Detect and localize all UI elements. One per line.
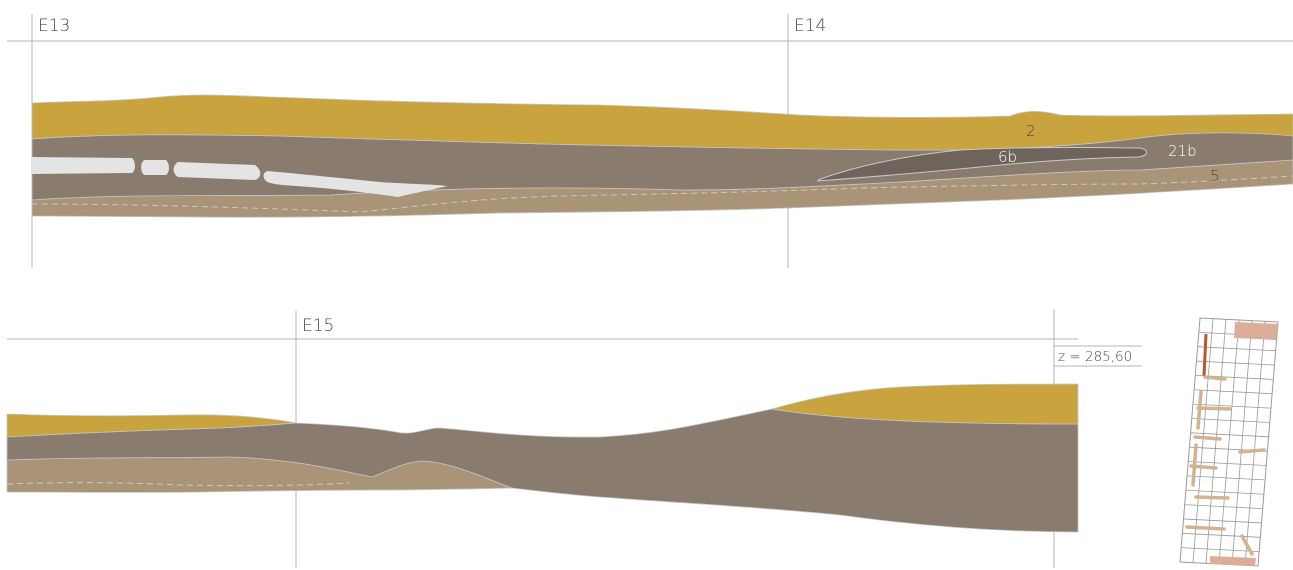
lower-layer-brown [6,408,1079,533]
label-layer-21b: 21b [1168,142,1197,160]
plan-stone [1238,448,1266,454]
trench-plan-inset [1179,317,1279,567]
plan-highlight-top [1234,322,1278,340]
inclusion-block-2 [141,160,169,175]
grid-label-e15: E15 [302,316,334,336]
plan-stone [1196,406,1232,411]
plan-grid-row [1188,461,1267,466]
reference-level-label: z = 285,60 [1058,349,1132,365]
inclusion-block-1 [32,157,135,174]
inclusion-block-3 [173,162,261,180]
light-inclusions [32,157,448,197]
plan-grid-row [1187,475,1266,481]
label-layer-5: 5 [1210,167,1220,185]
plan-grid-column [1192,318,1214,563]
plan-grid-column [1231,320,1253,565]
lower-layer-ochre-left [6,413,297,438]
plan-stone [1189,464,1218,470]
inclusion-block-4 [263,171,448,197]
lower-profile: E15 z = 285,60 [6,309,1142,568]
plan-stone [1203,375,1227,381]
plan-stone [1240,534,1254,556]
plan-highlight-bottom [1210,556,1256,566]
plan-grid-row [1183,518,1262,524]
plan-stones [1185,375,1266,556]
label-layer-2: 2 [1026,122,1036,140]
plan-features [1185,322,1278,566]
label-layer-6b: 6b [998,148,1017,166]
plan-grid-row [1185,489,1264,495]
dashed-interface-lower [6,482,351,487]
plan-grid-row [1192,403,1271,409]
plan-stone [1196,390,1203,430]
plan-grid-column [1205,319,1227,564]
grid-label-e13: E13 [38,16,70,36]
plan-stone [1194,495,1230,500]
plan-grid-row [1196,360,1275,366]
plan-grid-row [1191,418,1270,423]
lower-layer-ochre-right [771,383,1079,425]
plan-grid-row [1184,504,1263,509]
layer-2-ochre [31,94,1293,151]
plan-grid-row [1194,389,1273,395]
layer-6b-lens [817,146,1147,182]
plan-grid-column [1218,319,1240,565]
upper-profile: E13 E14 2 6b 21b 5 [7,14,1293,268]
plan-grid-row [1197,346,1276,352]
plan-section-line [1202,333,1208,377]
plan-grid-row [1190,432,1269,438]
dashed-interface-upper [31,175,1293,213]
plan-grid-row [1182,532,1261,538]
grid-label-e14: E14 [794,16,826,36]
plan-grid-row [1181,547,1260,553]
plan-stone [1185,525,1226,531]
plan-stone [1193,435,1222,441]
plan-grid-column [1244,321,1266,566]
